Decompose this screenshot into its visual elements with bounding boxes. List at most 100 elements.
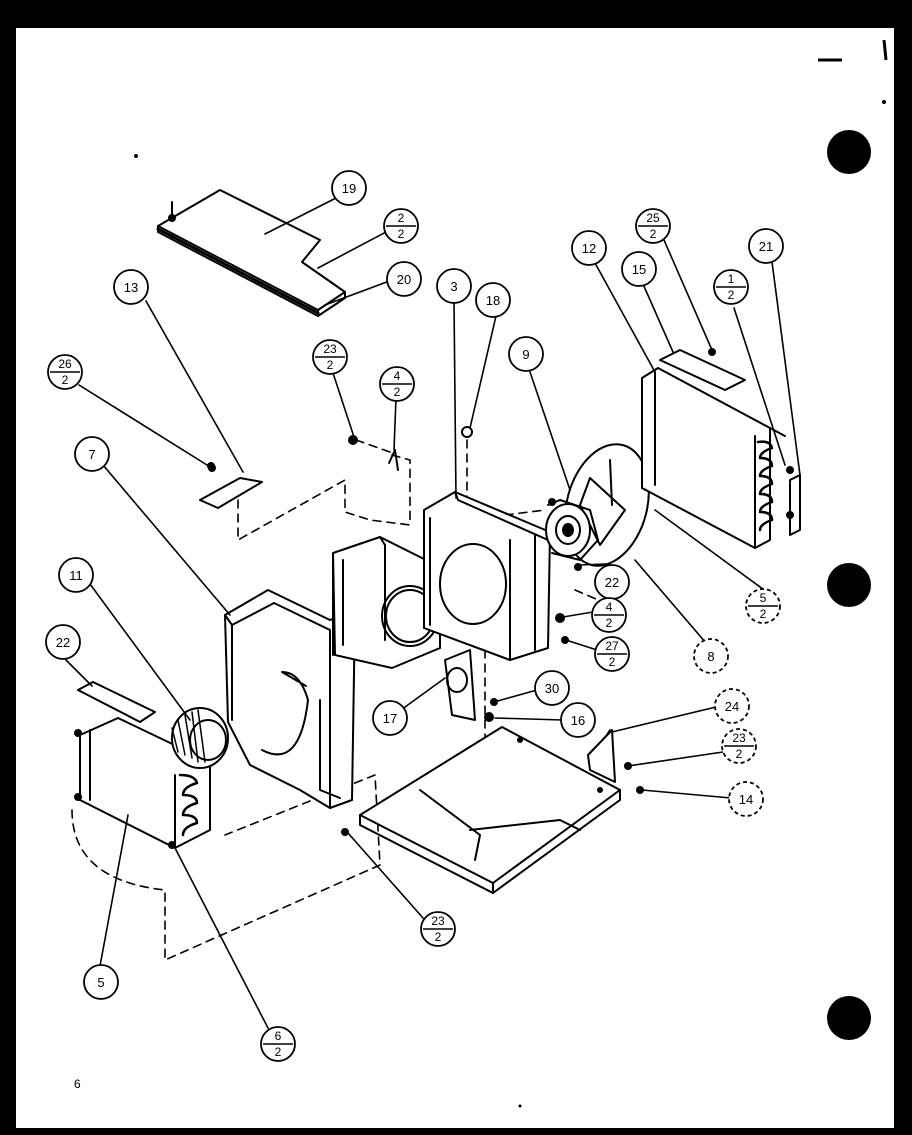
callout-2-over-2: 22 bbox=[383, 208, 419, 244]
center-support-bracket bbox=[444, 649, 498, 722]
fraction-bottom: 2 bbox=[398, 227, 405, 241]
callout-20: 20 bbox=[386, 261, 422, 297]
callout-9: 9 bbox=[508, 336, 544, 372]
screw bbox=[555, 613, 565, 623]
callout-7: 7 bbox=[74, 436, 110, 472]
speck bbox=[882, 100, 886, 104]
fraction-bottom: 2 bbox=[606, 616, 613, 630]
fraction-top: 5 bbox=[760, 591, 767, 605]
callout-number: 11 bbox=[69, 568, 83, 583]
callout-15: 15 bbox=[621, 251, 657, 287]
callout-number: 21 bbox=[759, 239, 773, 254]
callout-number: 19 bbox=[342, 181, 356, 196]
callout-22-left: 22 bbox=[45, 624, 81, 660]
callout-1-over-2: 12 bbox=[713, 269, 749, 305]
callout-16: 16 bbox=[560, 702, 596, 738]
blower-wheel bbox=[171, 707, 229, 769]
callout-5-over-2: 52 bbox=[745, 588, 781, 624]
fraction-top: 4 bbox=[606, 600, 613, 614]
fraction-top: 27 bbox=[605, 639, 619, 653]
fraction-top: 1 bbox=[728, 272, 735, 286]
callout-23-over-2-bottom: 232 bbox=[420, 911, 456, 947]
callout-23-over-2-right: 232 bbox=[721, 728, 757, 764]
callout-number: 30 bbox=[545, 681, 559, 696]
fraction-top: 4 bbox=[394, 369, 401, 383]
fraction-bottom: 2 bbox=[394, 385, 401, 399]
fraction-top: 23 bbox=[431, 914, 445, 928]
condenser-shroud bbox=[423, 491, 551, 661]
callout-11: 11 bbox=[58, 557, 94, 593]
fraction-bottom: 2 bbox=[728, 288, 735, 302]
coil-top-bracket bbox=[659, 348, 746, 391]
callout-8: 8 bbox=[693, 638, 729, 674]
fraction-bottom: 2 bbox=[736, 747, 743, 761]
fraction-top: 23 bbox=[323, 342, 337, 356]
fraction-top: 25 bbox=[646, 211, 660, 225]
page-number: 6 bbox=[74, 1077, 81, 1091]
callout-30: 30 bbox=[534, 670, 570, 706]
screw bbox=[348, 435, 358, 445]
callout-number: 12 bbox=[582, 241, 596, 256]
condenser-coil bbox=[641, 367, 801, 549]
margin-mark bbox=[882, 39, 888, 61]
grommet bbox=[461, 426, 473, 438]
callout-19: 19 bbox=[331, 170, 367, 206]
callout-26-over-2: 262 bbox=[47, 354, 83, 390]
callout-25-over-2: 252 bbox=[635, 208, 671, 244]
callout-number: 13 bbox=[124, 280, 138, 295]
fraction-bottom: 2 bbox=[275, 1045, 282, 1059]
callout-number: 9 bbox=[522, 347, 529, 362]
callout-12: 12 bbox=[571, 230, 607, 266]
fraction-bottom: 2 bbox=[650, 227, 657, 241]
fraction-bottom: 2 bbox=[62, 373, 69, 387]
screw bbox=[208, 464, 216, 472]
callout-number: 22 bbox=[56, 635, 70, 650]
callout-number: 16 bbox=[571, 713, 585, 728]
callout-21: 21 bbox=[748, 228, 784, 264]
base-pan bbox=[341, 726, 644, 894]
callout-number: 3 bbox=[450, 279, 457, 294]
top-cover-panel bbox=[156, 189, 346, 317]
callout-17: 17 bbox=[372, 700, 408, 736]
callout-number: 20 bbox=[397, 272, 411, 287]
callout-23-over-2-top: 232 bbox=[312, 339, 348, 375]
speck bbox=[518, 1104, 522, 1108]
callout-27-over-2: 272 bbox=[594, 636, 630, 672]
fraction-top: 23 bbox=[732, 731, 746, 745]
binder-hole bbox=[827, 996, 871, 1040]
fraction-bottom: 2 bbox=[609, 655, 616, 669]
callout-5: 5 bbox=[83, 964, 119, 1000]
callout-18: 18 bbox=[475, 282, 511, 318]
fraction-top: 26 bbox=[58, 357, 72, 371]
callout-4-over-2-top: 42 bbox=[379, 366, 415, 402]
callout-14: 14 bbox=[728, 781, 764, 817]
binder-hole bbox=[827, 130, 871, 174]
callout-13: 13 bbox=[113, 269, 149, 305]
binder-hole bbox=[827, 563, 871, 607]
callout-3: 3 bbox=[436, 268, 472, 304]
callout-24: 24 bbox=[714, 688, 750, 724]
callout-22-right: 22 bbox=[594, 564, 630, 600]
callout-number: 15 bbox=[632, 262, 646, 277]
clip bbox=[388, 449, 399, 471]
callout-number: 18 bbox=[486, 293, 500, 308]
callout-6-over-2: 62 bbox=[260, 1026, 296, 1062]
fraction-top: 6 bbox=[275, 1029, 282, 1043]
callout-number: 22 bbox=[605, 575, 619, 590]
callout-number: 17 bbox=[383, 711, 397, 726]
callout-4-over-2-right: 42 bbox=[591, 597, 627, 633]
fraction-bottom: 2 bbox=[327, 358, 334, 372]
callout-number: 14 bbox=[739, 792, 753, 807]
speck bbox=[134, 154, 138, 158]
condenser-fan-assembly bbox=[545, 443, 650, 571]
leader-lines bbox=[65, 196, 801, 1029]
fraction-bottom: 2 bbox=[435, 930, 442, 944]
callout-number: 8 bbox=[707, 649, 714, 664]
fraction-top: 2 bbox=[398, 211, 405, 225]
blower-scroll-housing bbox=[224, 589, 356, 809]
evaporator-top-bracket bbox=[77, 681, 156, 723]
callout-number: 24 bbox=[725, 699, 739, 714]
callout-number: 5 bbox=[97, 975, 104, 990]
